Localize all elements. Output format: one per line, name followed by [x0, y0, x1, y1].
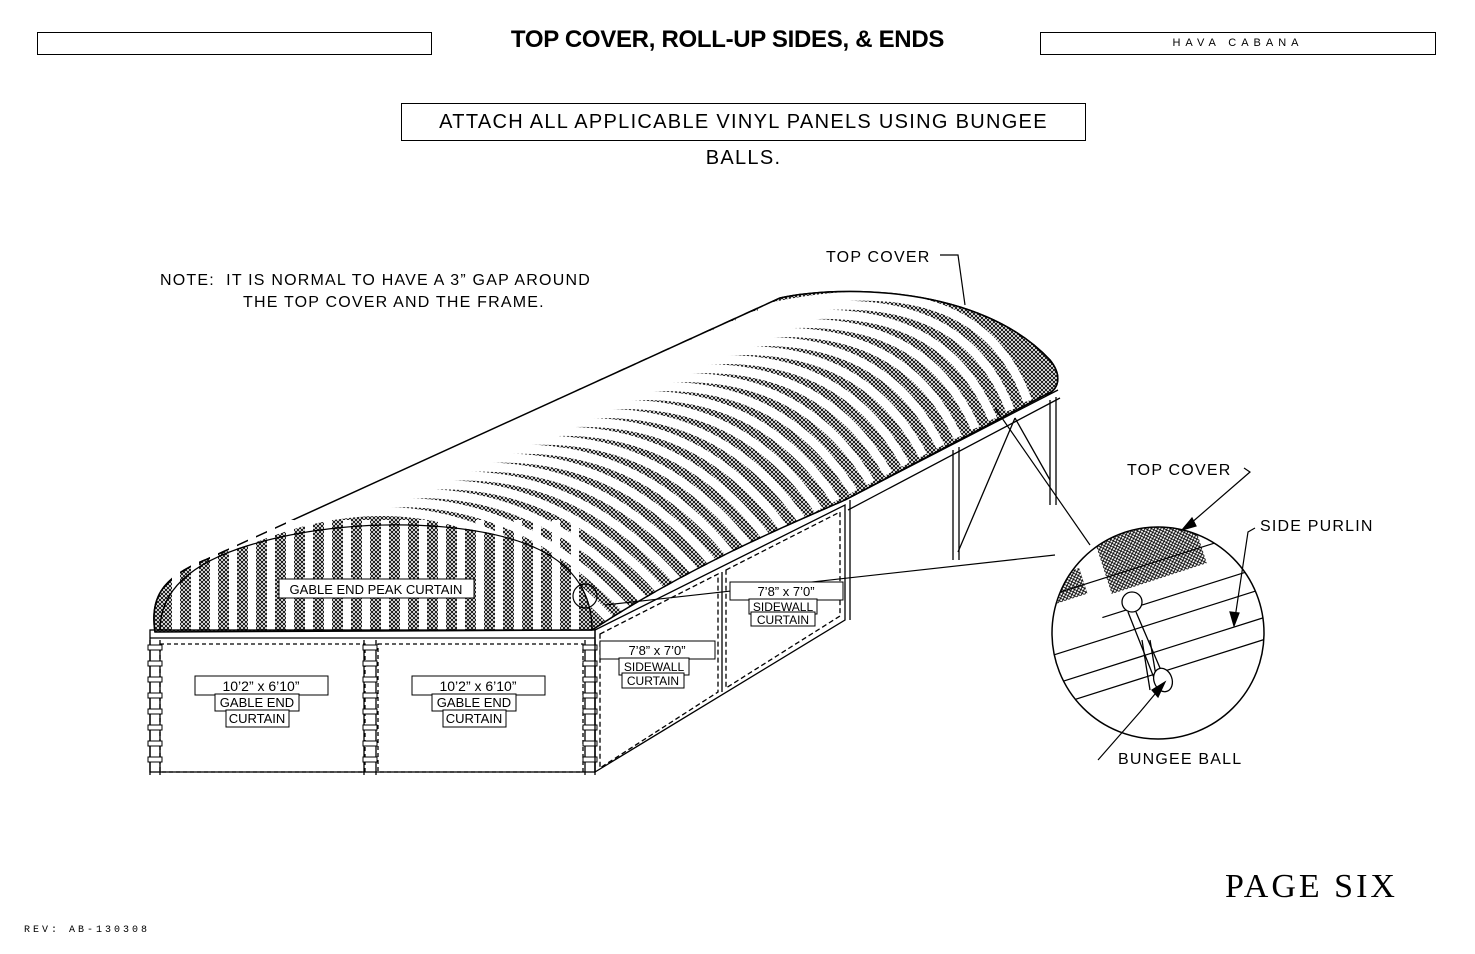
post-clip — [582, 660, 598, 667]
peak-stripe — [533, 520, 541, 630]
page-title: TOP COVER, ROLL-UP SIDES, & ENDS — [510, 26, 945, 53]
peak-stripe — [286, 520, 294, 630]
roof-rib — [579, 364, 893, 476]
bungee-ball-icon — [1121, 591, 1174, 693]
post-clip — [582, 692, 598, 699]
peak-stripe — [457, 520, 465, 630]
rear-frame-legs — [844, 389, 1061, 560]
peak-stripe — [248, 520, 256, 630]
roof-rib — [734, 300, 1015, 412]
gable-peak-label: GABLE END PEAK CURTAIN — [290, 582, 463, 597]
detail-top-cover-label: TOP COVER — [1127, 462, 1231, 479]
post-clip — [147, 692, 163, 699]
gable-left-line2: CURTAIN — [229, 711, 286, 726]
gable-left-callout: 10’2” x 6’10” GABLE END CURTAIN — [194, 675, 329, 728]
peak-stripe — [438, 520, 446, 630]
gable-end-peak-curtain — [159, 520, 593, 631]
peak-stripe — [552, 520, 560, 630]
peak-stripe — [210, 520, 218, 630]
peak-stripe — [400, 520, 408, 630]
gable-right-line2: CURTAIN — [446, 711, 503, 726]
roof-rib — [712, 309, 997, 421]
detail-side-purlin-label: SIDE PURLIN — [1260, 518, 1374, 535]
post-clip — [147, 676, 163, 683]
peak-stripe — [172, 520, 180, 630]
note-line-2: THE TOP COVER AND THE FRAME. — [243, 294, 545, 311]
post-clip — [147, 708, 163, 715]
sidewall-front-size: 7’8” x 7’0” — [628, 643, 685, 658]
bungee-detail-view — [1051, 526, 1265, 740]
roof-rib — [756, 291, 1032, 403]
post-clip — [582, 756, 598, 763]
roof-rib — [690, 318, 980, 431]
peak-stripe — [305, 520, 313, 630]
post-clip — [362, 644, 378, 651]
post-clip — [362, 676, 378, 683]
peak-stripe — [476, 520, 484, 630]
roof-rib — [623, 345, 928, 458]
post-clip — [147, 756, 163, 763]
sidewall-front-callout: 7’8” x 7’0” SIDEWALL CURTAIN — [599, 640, 716, 689]
frame-post-clips — [147, 644, 598, 763]
sidewall-panels — [594, 500, 851, 774]
roof-rib — [646, 336, 945, 449]
peak-stripe — [362, 520, 370, 630]
header-blank-box — [37, 32, 432, 55]
sidewall-front-line1: SIDEWALL — [624, 660, 685, 674]
sidewall-front-line2: CURTAIN — [627, 674, 679, 688]
post-clip — [147, 740, 163, 747]
brand-box: HAVA CABANA — [1040, 32, 1436, 55]
post-clip — [362, 708, 378, 715]
peak-stripe — [229, 520, 237, 630]
revision-code: REV: AB-130308 — [24, 925, 151, 936]
gable-left-size: 10’2” x 6’10” — [222, 678, 299, 694]
post-clip — [362, 660, 378, 667]
gable-left-line1: GABLE END — [220, 695, 294, 710]
peak-stripe — [267, 520, 275, 630]
gable-right-line1: GABLE END — [437, 695, 511, 710]
peak-stripe — [381, 520, 389, 630]
post-clip — [582, 708, 598, 715]
peak-stripe — [514, 520, 522, 630]
post-clip — [582, 724, 598, 731]
gap-note: NOTE: IT IS NORMAL TO HAVE A 3” GAP AROU… — [160, 270, 591, 314]
gable-right-callout: 10’2” x 6’10” GABLE END CURTAIN — [411, 675, 546, 728]
post-clip — [147, 644, 163, 651]
post-clip — [362, 724, 378, 731]
detail-arrows — [940, 254, 1256, 761]
detail-leader-lines — [572, 407, 1091, 609]
gable-right-size: 10’2” x 6’10” — [439, 678, 516, 694]
top-cover-label: TOP COVER — [826, 249, 930, 266]
sidewall-back-line1: SIDEWALL — [753, 600, 814, 614]
peak-stripe — [324, 520, 332, 630]
post-clip — [362, 692, 378, 699]
detail-bungee-ball-label: BUNGEE BALL — [1118, 751, 1242, 768]
post-clip — [582, 644, 598, 651]
post-clip — [582, 740, 598, 747]
post-clip — [362, 740, 378, 747]
roof-ribs — [225, 291, 1032, 623]
peak-stripe — [571, 520, 579, 630]
post-clip — [147, 724, 163, 731]
roof-rib — [601, 355, 910, 467]
sidewall-back-line2: CURTAIN — [757, 613, 809, 627]
sidewall-back-size: 7’8” x 7’0” — [757, 584, 814, 599]
peak-label-box — [278, 578, 475, 599]
peak-stripe — [343, 520, 351, 630]
post-clip — [362, 756, 378, 763]
page-number: PAGE SIX — [1225, 868, 1398, 905]
note-line-1: NOTE: IT IS NORMAL TO HAVE A 3” GAP AROU… — [160, 272, 591, 289]
roof-rib — [557, 373, 875, 486]
peak-stripe — [191, 520, 199, 630]
post-clip — [582, 676, 598, 683]
roof-rib — [668, 328, 962, 440]
peak-stripe — [495, 520, 503, 630]
instruction-box: ATTACH ALL APPLICABLE VINYL PANELS USING… — [401, 103, 1086, 169]
sidewall-back-callout: 7’8” x 7’0” SIDEWALL CURTAIN — [729, 581, 844, 627]
post-clip — [147, 660, 163, 667]
peak-stripe — [419, 520, 427, 630]
